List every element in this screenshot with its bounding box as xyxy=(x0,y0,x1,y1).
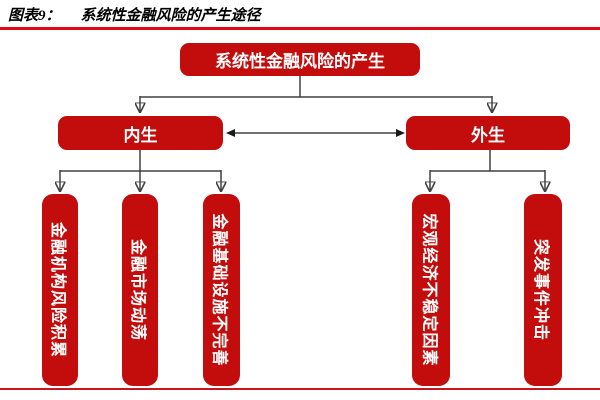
bottom-rule xyxy=(0,388,600,390)
figure-title: 系统性金融风险的产生途径 xyxy=(80,8,261,24)
connector-root-stem xyxy=(140,76,492,98)
leaf-node-market-turmoil: 金融市场动荡 xyxy=(122,194,158,386)
arrowhead-right xyxy=(396,129,405,137)
leaf-node-label: 金融机构风险积累 xyxy=(49,221,67,359)
leaf-node-sudden-shock: 突发事件冲击 xyxy=(524,194,562,386)
leaf-node-macro-instability: 宏观经济不稳定因素 xyxy=(412,194,450,386)
root-node: 系统性金融风险的产生 xyxy=(180,43,420,76)
leaf-node-infrastructure: 金融基础设施不完善 xyxy=(203,194,240,386)
leaf-node-label: 金融基础设施不完善 xyxy=(210,213,228,367)
figure-number-label: 图表9： xyxy=(8,8,61,24)
figure-header: 图表9： 系统性金融风险的产生途径 xyxy=(8,4,261,25)
branch-node-exogenous: 外生 xyxy=(406,116,570,150)
connector-right-rail xyxy=(430,150,545,172)
leaf-node-label: 突发事件冲击 xyxy=(532,238,550,342)
branch-node-endogenous: 内生 xyxy=(58,116,223,150)
leaf-node-label: 金融市场动荡 xyxy=(129,238,147,342)
arrowhead-left xyxy=(226,129,235,137)
connector-left-rail xyxy=(60,150,221,172)
leaf-node-institution-risk: 金融机构风险积累 xyxy=(42,194,78,386)
leaf-node-label: 宏观经济不稳定因素 xyxy=(420,213,438,367)
title-rule xyxy=(0,27,600,30)
